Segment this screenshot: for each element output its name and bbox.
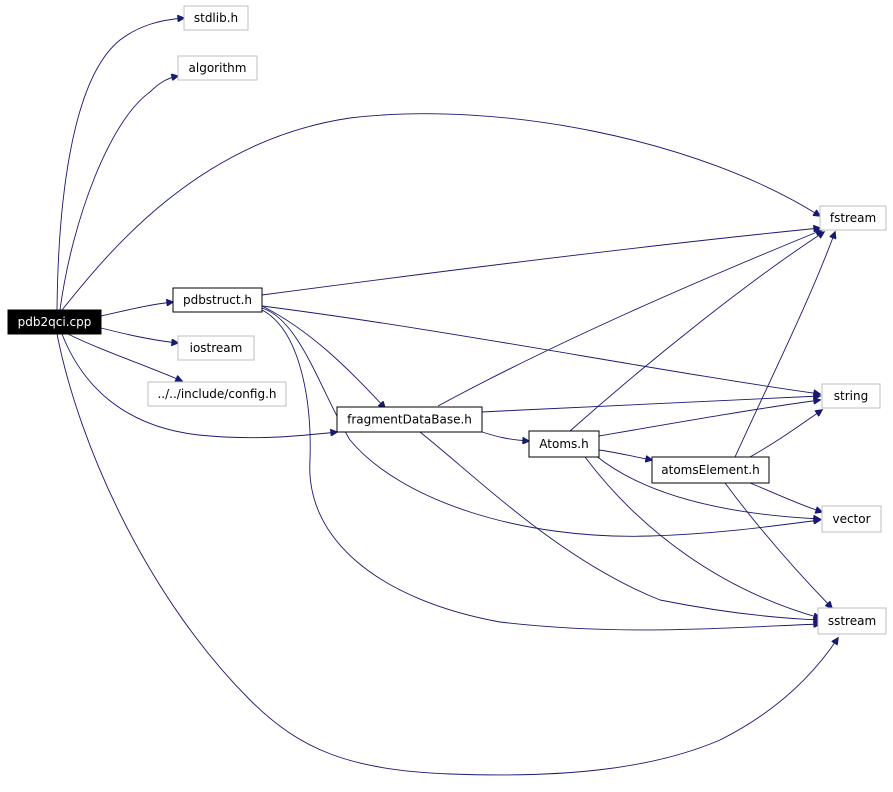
edge-atomselement-string (749, 410, 822, 458)
node-config-h[interactable]: ../../include/config.h (147, 381, 287, 407)
edge-root-sstream (56, 333, 838, 776)
edge-atoms-atomselement (598, 449, 652, 460)
node-label: vector (832, 512, 870, 526)
edge-atoms-fstream (569, 232, 824, 432)
edge-atoms-sstream (584, 456, 820, 618)
node-label: atomsElement.h (661, 463, 759, 477)
node-pdbstruct-h[interactable]: pdbstruct.h (172, 287, 263, 313)
edge-root-stdlib (56, 18, 184, 311)
node-fragmentdatabase-h[interactable]: fragmentDataBase.h (336, 406, 483, 433)
node-label: sstream (828, 614, 876, 628)
edge-pdbstruct-fragment (261, 305, 385, 408)
node-fstream[interactable]: fstream (819, 205, 887, 231)
edge-pdbstruct-fstream (261, 228, 820, 296)
edge-root-fstream (61, 113, 820, 311)
edge-root-iostream (100, 327, 178, 343)
edge-root-fragment (61, 333, 337, 439)
node-label: pdb2qci.cpp (18, 315, 92, 329)
node-label: fragmentDataBase.h (347, 413, 472, 427)
node-sstream[interactable]: sstream (817, 607, 887, 635)
node-stdlib-h[interactable]: stdlib.h (183, 5, 249, 31)
edge-fragment-fstream (437, 230, 822, 407)
edge-atoms-vector (594, 454, 820, 519)
node-label: algorithm (189, 61, 247, 75)
edge-root-config (67, 333, 182, 381)
nodes: pdb2qci.cpp stdlib.h algorithm fstream p… (7, 5, 887, 635)
edge-pdbstruct-vector (261, 307, 820, 537)
edge-fragment-string (481, 396, 820, 413)
edge-atomselement-sstream (724, 482, 832, 608)
node-label: pdbstruct.h (183, 293, 252, 307)
node-label: Atoms.h (539, 437, 588, 451)
edge-pdbstruct-sstream (261, 309, 820, 631)
node-atoms-h[interactable]: Atoms.h (528, 430, 600, 458)
edge-pdbstruct-string (261, 305, 820, 394)
node-label: string (834, 389, 868, 403)
node-atomselement-h[interactable]: atomsElement.h (651, 456, 770, 484)
edge-root-algorithm (59, 76, 178, 311)
node-label: stdlib.h (194, 11, 238, 25)
node-label: iostream (190, 341, 243, 355)
node-algorithm[interactable]: algorithm (177, 55, 258, 81)
edges (56, 18, 838, 776)
edge-atoms-string (598, 400, 820, 437)
node-string[interactable]: string (821, 383, 881, 409)
node-label: ../../include/config.h (157, 387, 276, 401)
edge-fragment-sstream (419, 431, 820, 620)
node-iostream[interactable]: iostream (177, 335, 255, 361)
node-label: fstream (830, 211, 876, 225)
edge-atomselement-vector (749, 482, 822, 512)
node-vector[interactable]: vector (821, 505, 882, 533)
node-pdb2qci-cpp[interactable]: pdb2qci.cpp (7, 309, 102, 335)
edge-root-pdbstruct (100, 302, 173, 317)
edge-fragment-atoms (481, 431, 529, 441)
edge-atomselement-fstream (734, 232, 835, 458)
